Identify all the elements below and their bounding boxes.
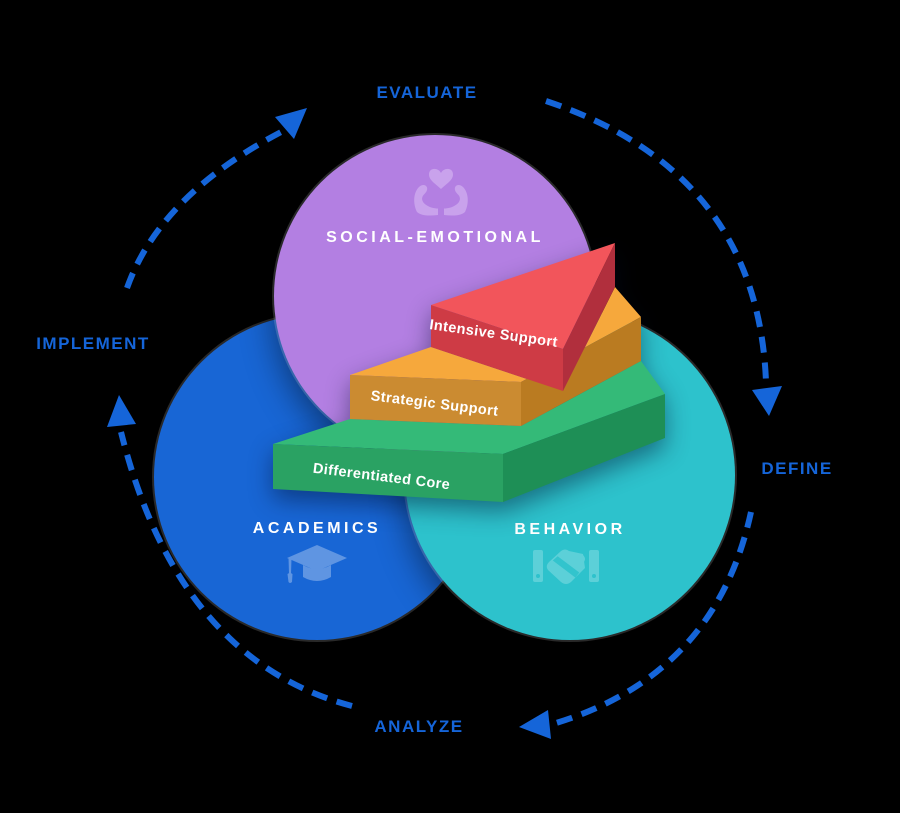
tier3-top-face xyxy=(431,243,615,349)
handshake-icon xyxy=(533,549,599,584)
academics-label: ACADEMICS xyxy=(252,520,382,537)
social-emotional-label: SOCIAL-EMOTIONAL xyxy=(326,229,544,246)
tier1-side-face xyxy=(503,394,665,502)
tier3-front-face xyxy=(431,305,563,391)
tier2-side-face xyxy=(521,317,641,426)
arc-analyze-to-implement xyxy=(118,431,353,709)
behavior-label: BEHAVIOR xyxy=(514,521,626,538)
arc-define-to-analyze xyxy=(555,511,754,726)
arc-evaluate-to-define xyxy=(545,98,769,383)
tier1-front-face xyxy=(273,444,503,502)
cycle-label-evaluate: EVALUATE xyxy=(376,83,478,102)
arrowhead-up xyxy=(107,395,136,427)
cycle-label-analyze: ANALYZE xyxy=(374,717,464,736)
tier-staircase: Intensive Support Strategic Support Diff… xyxy=(273,243,665,502)
arrowhead-up-right xyxy=(275,108,307,139)
tier1-top-face xyxy=(273,361,665,454)
tier3-side-face xyxy=(563,243,615,391)
cycle-arrows xyxy=(107,98,782,739)
hands-heart-icon xyxy=(414,168,468,216)
cycle-label-define: DEFINE xyxy=(761,459,833,478)
graduation-cap-icon xyxy=(287,545,347,583)
arrowhead-left xyxy=(519,710,551,739)
arc-implement-to-evaluate xyxy=(124,128,285,290)
tier2-front-face xyxy=(350,375,521,426)
arrowhead-down xyxy=(752,386,782,416)
cycle-label-implement: IMPLEMENT xyxy=(36,334,150,353)
